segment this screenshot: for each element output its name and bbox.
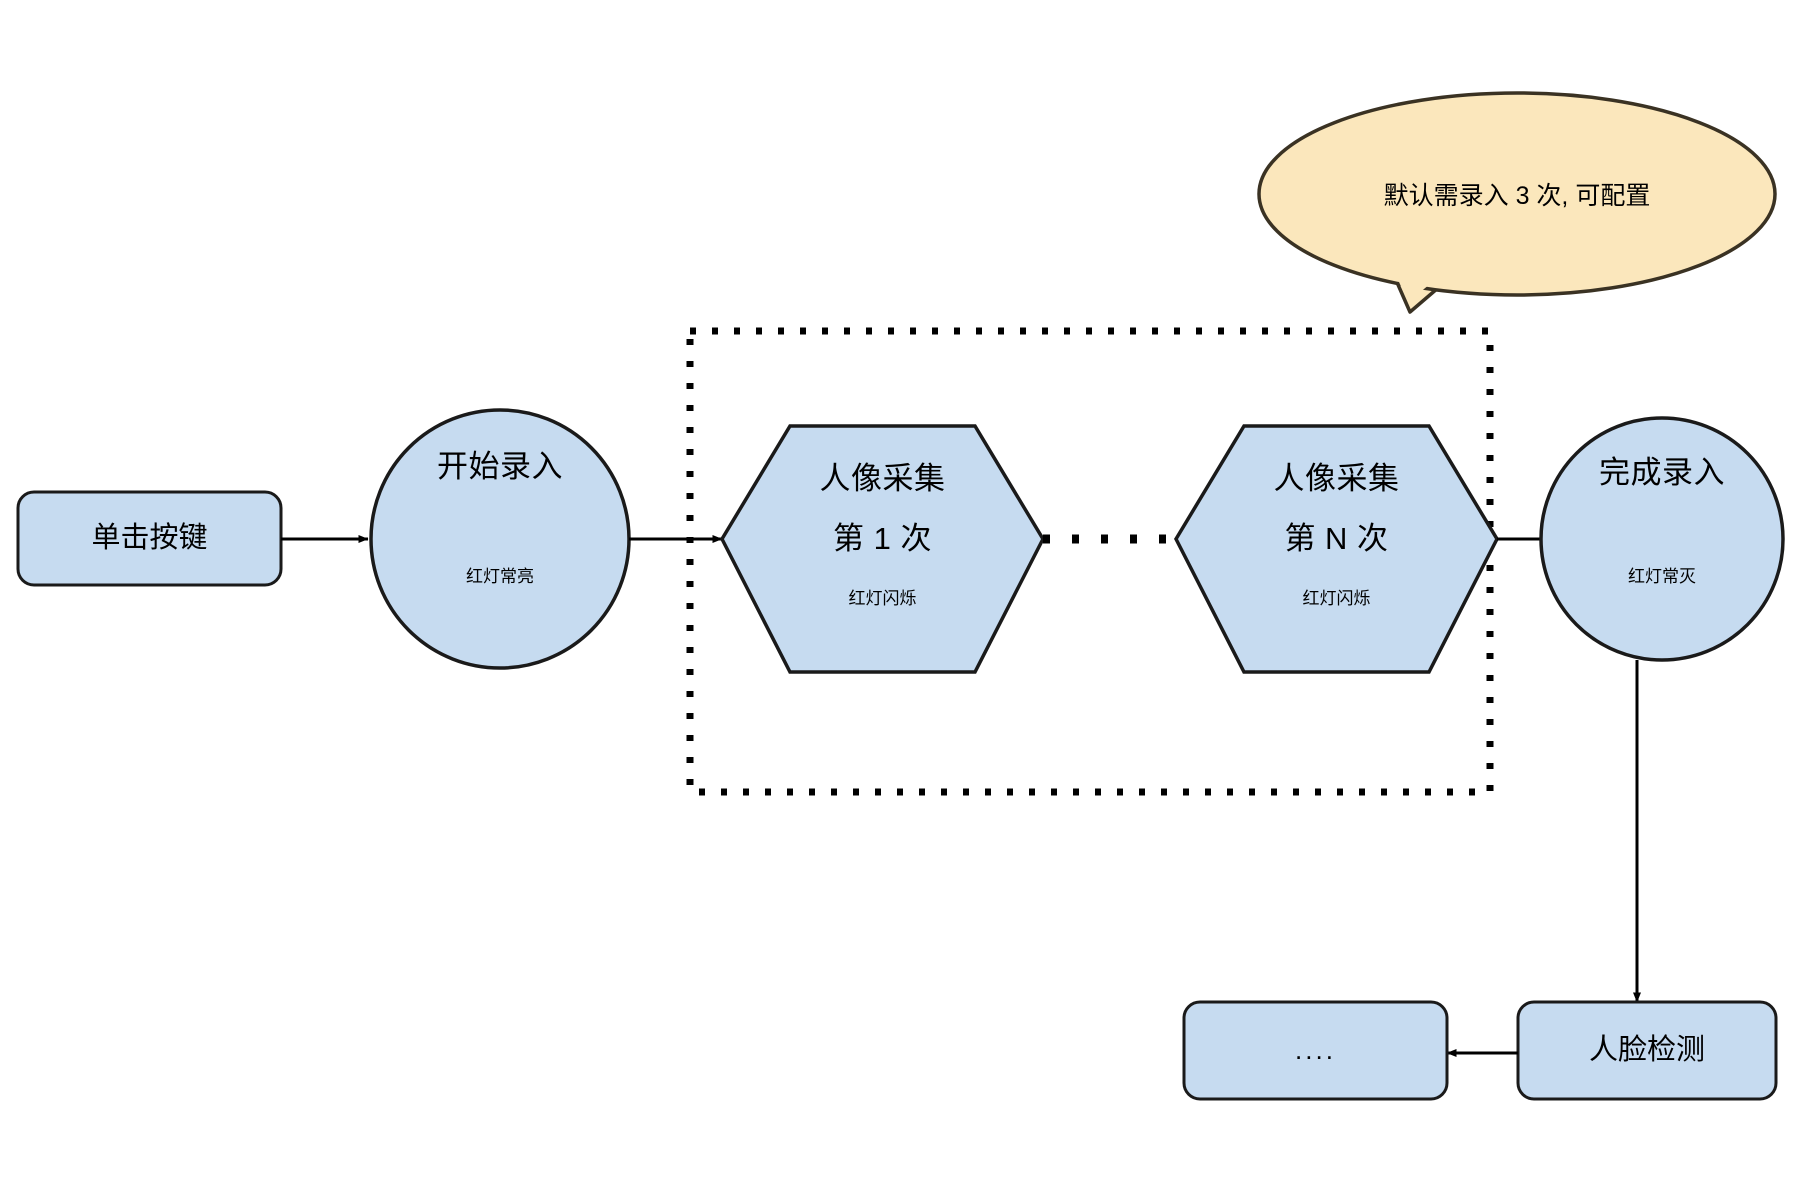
node-capture-nth[interactable] [1173, 424, 1500, 674]
loop-group-container [686, 327, 1494, 796]
callout-bubble[interactable] [1257, 91, 1777, 297]
node-more-steps[interactable] [1182, 1000, 1449, 1101]
callout-tail-seam-mask [1390, 258, 1462, 302]
node-finish-enroll[interactable] [1539, 416, 1785, 662]
node-face-detect[interactable] [1516, 1000, 1778, 1101]
node-start-enroll[interactable] [369, 408, 631, 670]
node-capture-first[interactable] [719, 424, 1046, 674]
node-click-button[interactable] [16, 490, 283, 587]
